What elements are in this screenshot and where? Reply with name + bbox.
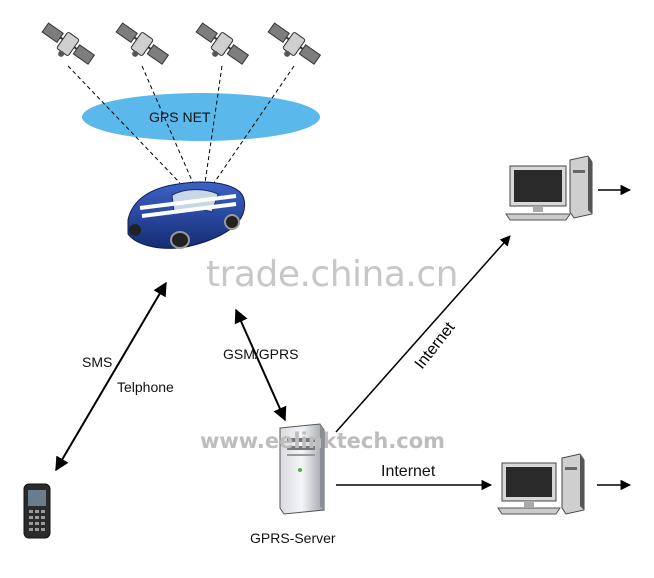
satellite-icon-4	[267, 22, 322, 65]
satellite-signal-lines	[67, 65, 295, 184]
trade-watermark: trade.china.cn	[206, 254, 458, 295]
internet-lower-label: Internet	[381, 463, 436, 480]
computer-icon-lower	[497, 453, 585, 515]
satellite-icon-2	[115, 22, 170, 65]
satellite-icon-3	[195, 22, 250, 65]
telphone-label: Telphone	[117, 379, 174, 395]
url-watermark: www.eelinktech.com	[200, 429, 446, 453]
gps-net-label: GPS NET	[149, 109, 211, 125]
internet-upper-link	[335, 235, 511, 433]
car-icon	[127, 181, 246, 249]
sms-label: SMS	[82, 354, 113, 370]
gsm-gprs-link	[234, 308, 287, 422]
satellite-icon-1	[41, 22, 96, 65]
gps-net-cloud	[82, 93, 320, 141]
internet-upper-label: Internet	[412, 319, 459, 373]
gprs-server-label: GPRS-Server	[250, 530, 336, 546]
mobile-phone-icon	[23, 483, 51, 539]
gprs-server-icon	[279, 423, 325, 515]
sms-telphone-link	[55, 281, 167, 472]
gsm-gprs-label: GSM/GPRS	[223, 346, 299, 362]
computer-icon-upper	[505, 155, 593, 221]
